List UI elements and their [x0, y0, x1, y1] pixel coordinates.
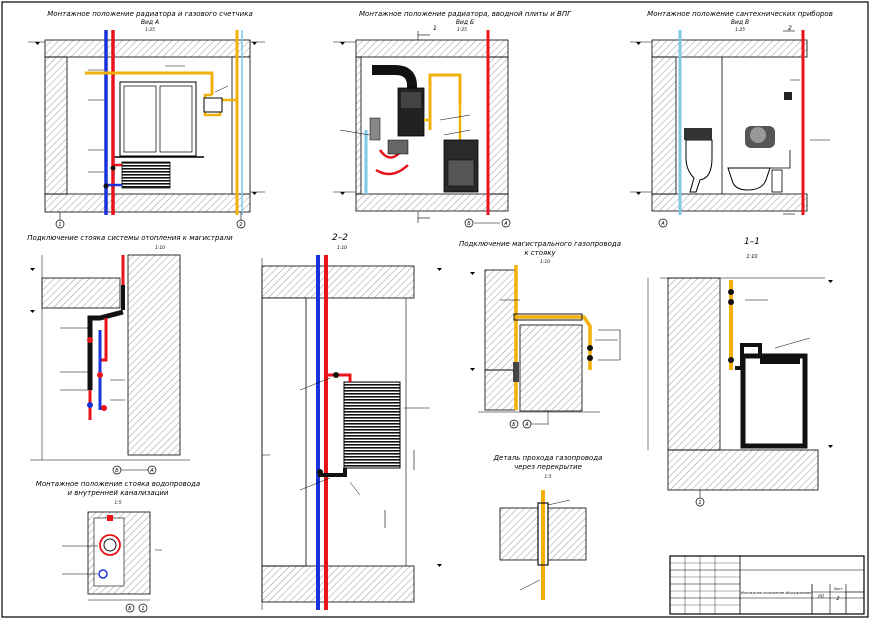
section-11-title: 1–1	[744, 237, 760, 247]
gas-line-view-b	[428, 73, 462, 130]
view-b-scale: 1:25	[457, 27, 467, 33]
gas-conn-title: Подключение магистрального газопровода	[459, 240, 621, 248]
view-b-cut-top: 1	[433, 25, 437, 32]
gas-connection: Подключение магистрального газопровода к…	[459, 240, 621, 429]
view-a-wall-right	[231, 56, 251, 195]
view-b-sub: Вид Б	[456, 19, 474, 26]
gas-passage: Деталь прохода газопровода через перекры…	[493, 454, 603, 600]
title-block: Монтажное положение оборудования РП Лист…	[669, 555, 865, 615]
view-a-axis-right: 2	[239, 222, 242, 228]
water-riser-axis-left: Б	[128, 606, 132, 612]
gas-conn-scale: 1:10	[540, 259, 550, 265]
flue-pipe	[372, 65, 417, 92]
section-1-1: 1–1 1:10 1	[647, 237, 833, 507]
riser-conn-axis-left: Б	[115, 468, 119, 474]
view-c-cut: 2	[788, 25, 792, 32]
section-22-title: 2–2	[332, 233, 348, 243]
gas-conn-axis-left: Б	[512, 422, 516, 428]
section-11-scale: 1:10	[746, 254, 757, 260]
gas-conn-title2: к стояку	[524, 249, 556, 257]
view-b-axis-right: А	[503, 221, 508, 227]
sewer-pipe	[99, 534, 121, 556]
toilet	[685, 139, 713, 193]
view-c-scale: 1:25	[735, 27, 745, 33]
washbasin	[727, 167, 771, 191]
view-a-wall-left	[44, 56, 68, 195]
radiator-section	[343, 381, 401, 469]
title-block-stage: РП	[818, 594, 823, 599]
view-a-axis-left: 1	[58, 222, 61, 228]
view-a: Монтажное положение радиатора и газового…	[28, 10, 265, 229]
gas-conn-axis-right: А	[524, 422, 529, 428]
view-b-title: Монтажное положение радиатора, вводной п…	[359, 10, 572, 18]
view-c-sub: Вид В	[731, 19, 749, 26]
axis-marker	[55, 219, 65, 229]
view-b-axis-left: Б	[467, 221, 471, 227]
stove-box	[740, 353, 808, 449]
riser-conn-title: Подключение стояка системы отопления к м…	[27, 234, 233, 242]
riser-conn-axis-right: А	[149, 468, 154, 474]
riser-conn-scale: 1:10	[155, 245, 165, 251]
view-b: Монтажное положение радиатора, вводной п…	[333, 10, 572, 228]
water-pipe	[98, 569, 108, 579]
title-block-sheet: 2	[836, 596, 839, 602]
gas-line-view-a	[85, 71, 214, 95]
water-riser-title2: и внутренней канализации	[68, 489, 169, 497]
radiator-view-a	[121, 161, 171, 189]
gas-meter	[203, 97, 223, 113]
view-a-title: Монтажное положение радиатора и газового…	[47, 10, 253, 18]
riser-connection: Подключение стояка системы отопления к м…	[27, 234, 233, 475]
gas-passage-title: Деталь прохода газопровода	[493, 454, 603, 462]
view-a-wall-top	[44, 39, 251, 58]
view-c-title: Монтажное положение сантехнических прибо…	[647, 10, 833, 18]
title-block-sheet-label: Лист	[833, 587, 844, 591]
gas-passage-title2: через перекрытие	[514, 463, 582, 471]
title-block-name: Монтажное положение оборудования	[741, 591, 812, 595]
water-riser-scale: 1:5	[114, 500, 121, 506]
view-a-wall-bottom	[44, 193, 251, 213]
view-a-sub: Вид А	[141, 19, 159, 26]
water-riser: Монтажное положение стояка водопровода и…	[36, 480, 200, 613]
water-riser-axis-right: 1	[141, 606, 144, 612]
water-riser-title: Монтажное положение стояка водопровода	[36, 480, 200, 488]
view-a-scale: 1:25	[145, 27, 155, 33]
view-c-axis-left: А	[660, 221, 665, 227]
section-2-2: 2–2 1:10	[261, 233, 442, 610]
view-c: Монтажное положение сантехнических прибо…	[630, 10, 833, 228]
section-11-axis: 1	[698, 500, 701, 506]
window	[119, 81, 197, 157]
section-22-scale: 1:10	[337, 245, 347, 251]
gas-passage-scale: 1:5	[544, 474, 551, 480]
